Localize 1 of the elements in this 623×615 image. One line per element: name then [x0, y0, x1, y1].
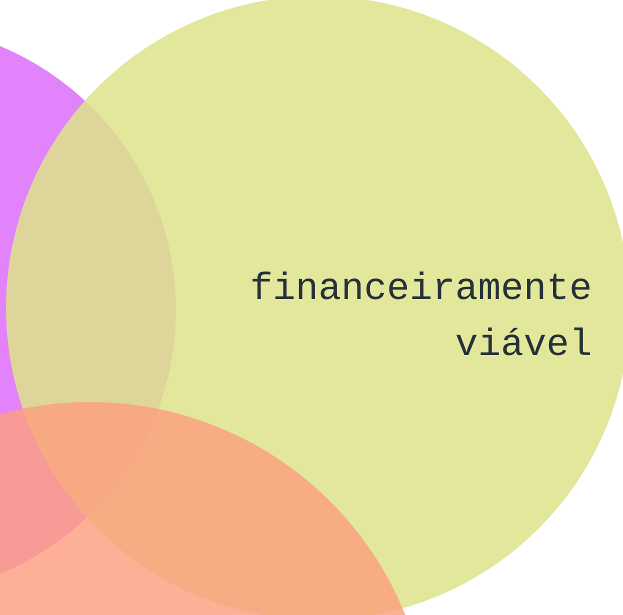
circle-label: financeiramente viável: [248, 267, 592, 369]
